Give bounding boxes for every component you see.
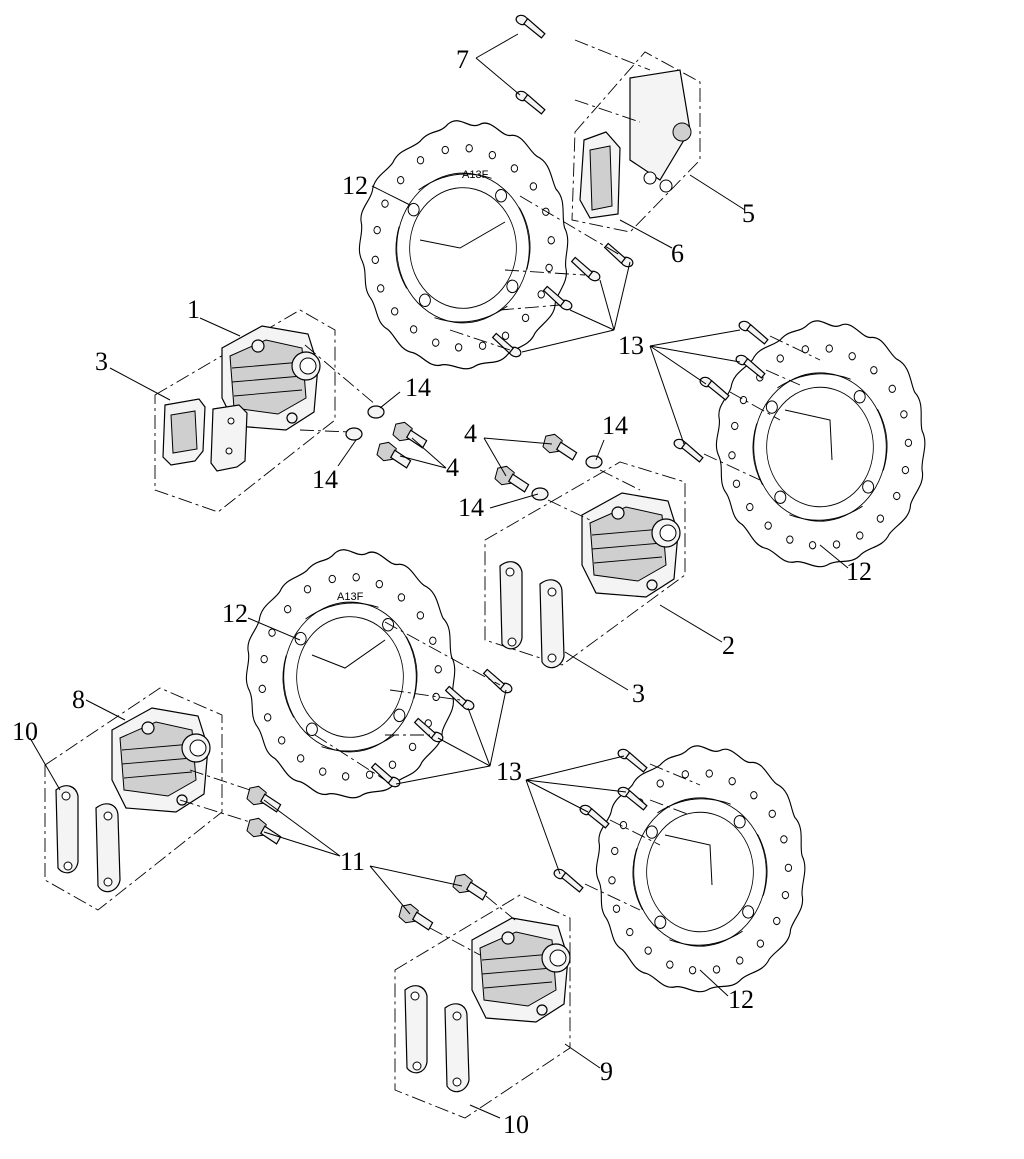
callout-2: 2 <box>722 631 735 660</box>
bolt-13-c4 <box>367 762 405 789</box>
disc-stamp-top: A13F <box>462 169 489 181</box>
brake-disc-bottom <box>586 734 816 1002</box>
bolt-11-a <box>245 783 285 813</box>
callout-13-middle: 13 <box>496 757 522 786</box>
callout-4-right: 4 <box>464 419 477 448</box>
bolt-4-b <box>375 439 415 469</box>
bolt-4-a <box>391 419 431 449</box>
callout-14-lower: 14 <box>458 493 484 522</box>
bolt-13-d1 <box>614 747 651 774</box>
bolt-13-c1 <box>479 668 517 695</box>
callout-12-right: 12 <box>846 557 872 586</box>
washer-14-d <box>531 487 549 501</box>
callout-1: 1 <box>187 295 200 324</box>
assembly-box-caliper-2 <box>484 461 686 666</box>
bolt-13-d2 <box>614 785 651 812</box>
washer-14-a <box>367 405 385 419</box>
brake-pads-10-lower <box>404 985 470 1093</box>
caliper-8 <box>111 707 211 813</box>
brake-pad-6 <box>579 131 621 219</box>
bolt-4-c <box>541 431 581 461</box>
bolt-4-d <box>493 463 533 493</box>
callout-6: 6 <box>671 239 684 268</box>
callout-8: 8 <box>72 685 85 714</box>
brake-pads-3-lower <box>499 561 565 669</box>
assembly-box-caliper-1 <box>154 309 336 513</box>
brake-disc-top <box>345 106 581 384</box>
callout-12-bottom: 12 <box>728 985 754 1014</box>
bolt-13-b4 <box>670 437 707 464</box>
caliper-5 <box>629 69 692 193</box>
callout-12-top: 12 <box>342 171 368 200</box>
bolt-11-c <box>451 871 491 901</box>
caliper-9 <box>471 917 571 1023</box>
washer-14-c <box>585 455 603 469</box>
callout-12-middle: 12 <box>222 599 248 628</box>
bolt-13-b2 <box>732 353 769 380</box>
bolt-13-b3 <box>696 375 733 402</box>
bolt-13-d3 <box>576 803 613 830</box>
assembly-box-caliper-8 <box>44 687 223 911</box>
bolt-13-b1 <box>735 319 772 346</box>
bolt-13-a2 <box>567 256 605 283</box>
callout-3-upper: 3 <box>95 347 108 376</box>
callout-3-lower: 3 <box>632 679 645 708</box>
brake-pads-3-upper <box>162 398 248 472</box>
callout-7: 7 <box>456 45 469 74</box>
bolt-13-d4 <box>550 867 587 894</box>
brake-disc-middle <box>232 535 468 813</box>
disc-stamp-middle: A13F <box>337 591 364 603</box>
callout-4-left: 4 <box>446 453 459 482</box>
caliper-2 <box>581 492 681 598</box>
callout-14-right: 14 <box>602 411 628 440</box>
callout-11: 11 <box>340 847 365 876</box>
callout-10-upper: 10 <box>12 717 38 746</box>
bolt-13-a3 <box>539 285 577 312</box>
callout-14-upper: 14 <box>405 373 431 402</box>
callout-9: 9 <box>600 1057 613 1086</box>
brake-disc-right <box>706 309 936 577</box>
callout-13-top: 13 <box>618 331 644 360</box>
assembly-box-caliper-5 <box>571 51 701 233</box>
bolt-11-b <box>245 815 285 845</box>
callout-10-lower: 10 <box>503 1110 529 1139</box>
callout-14-left: 14 <box>312 465 338 494</box>
callout-5: 5 <box>742 199 755 228</box>
bolt-7-upper <box>512 13 549 40</box>
leader-lines <box>29 33 849 1119</box>
washer-14-b <box>345 427 363 441</box>
brake-pads-10-upper <box>55 785 121 893</box>
